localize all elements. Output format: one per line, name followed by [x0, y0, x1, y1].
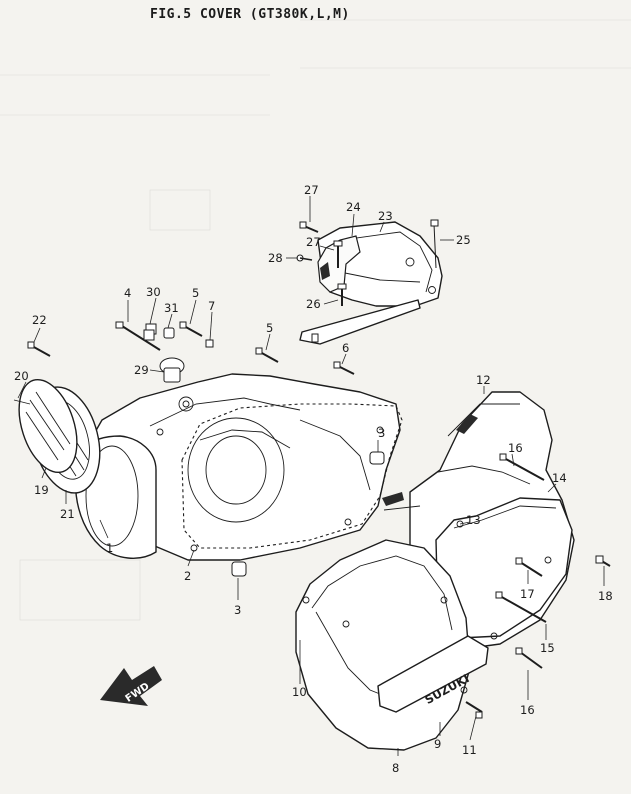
callout-24: 24 [346, 200, 361, 214]
dowel-pins [159, 357, 385, 577]
callout-21: 21 [60, 507, 75, 521]
callout-27-top: 27 [304, 183, 319, 197]
callout-15: 15 [540, 641, 555, 655]
callout-leaders [17, 196, 605, 756]
chain-cover-bolts [296, 219, 439, 306]
callout-4: 4 [124, 286, 131, 300]
callout-31: 31 [164, 301, 179, 315]
callout-numbers: 27 24 23 25 27 28 26 4 30 31 5 7 5 6 22 … [14, 183, 613, 775]
callout-13: 13 [466, 513, 481, 527]
callout-29: 29 [134, 363, 149, 377]
callout-18: 18 [598, 589, 613, 603]
callout-27-mid: 27 [306, 235, 321, 249]
callout-12: 12 [476, 373, 491, 387]
forward-direction-arrow: FWD [100, 666, 162, 706]
callout-25: 25 [456, 233, 471, 247]
callout-22: 22 [32, 313, 47, 327]
cover-bolts [465, 453, 611, 719]
callout-17: 17 [520, 587, 535, 601]
cover-gasket [181, 403, 403, 549]
callout-16-bottom: 16 [520, 703, 535, 717]
callout-7: 7 [208, 299, 215, 313]
callout-10: 10 [292, 685, 307, 699]
inspection-cap-assembly [13, 378, 101, 494]
callout-3-right: 3 [378, 426, 385, 440]
callout-28: 28 [268, 251, 283, 265]
callout-3-bottom: 3 [234, 603, 241, 617]
callout-9: 9 [434, 737, 441, 751]
figure-title: FIG.5 COVER (GT380K,L,M) [150, 7, 350, 22]
callout-5-mid: 5 [266, 321, 273, 335]
front-engine-cover [295, 539, 471, 751]
callout-2: 2 [184, 569, 191, 583]
callout-8: 8 [392, 761, 399, 775]
small-bolts [27, 321, 355, 375]
callout-11: 11 [462, 743, 477, 757]
callout-16-top: 16 [508, 441, 523, 455]
callout-19: 19 [34, 483, 49, 497]
right-crankcase-cover [74, 373, 401, 561]
callout-26: 26 [306, 297, 321, 311]
callout-23: 23 [378, 209, 393, 223]
callout-1: 1 [106, 541, 113, 555]
callout-20: 20 [14, 369, 29, 383]
callout-6: 6 [342, 341, 349, 355]
callout-30: 30 [146, 285, 161, 299]
chain-cover-assembly [299, 221, 443, 345]
callout-14: 14 [552, 471, 567, 485]
callout-5-top: 5 [192, 286, 199, 300]
